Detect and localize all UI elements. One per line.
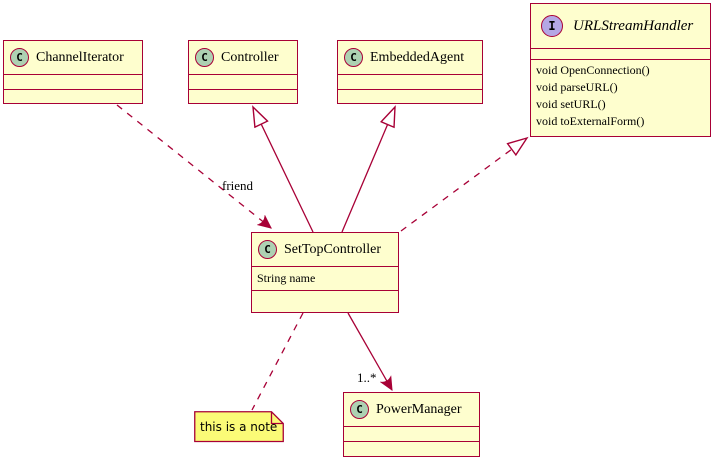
note-text: this is a note — [200, 420, 277, 434]
class-name: PowerManager — [376, 401, 462, 417]
method-item: void toExternalForm() — [536, 114, 645, 128]
attributes-compartment — [344, 426, 479, 441]
note: this is a note — [194, 411, 284, 443]
attributes-compartment — [189, 74, 297, 89]
interface-box-urlstreamhandler: I URLStreamHandler void OpenConnection()… — [530, 3, 711, 137]
attributes-compartment — [531, 48, 710, 59]
edge-friend-dependency — [116, 104, 271, 228]
class-spot-icon: C — [258, 240, 277, 259]
method-item: void setURL() — [536, 97, 606, 111]
method-item: void parseURL() — [536, 80, 618, 94]
edge-label-friend: friend — [222, 178, 254, 193]
edge-generalization-controller — [252, 105, 314, 233]
methods-compartment — [344, 441, 479, 456]
attributes-compartment: String name — [252, 266, 398, 290]
attributes-compartment — [4, 74, 142, 89]
class-box-powermanager: C PowerManager — [343, 392, 480, 457]
class-title: C SetTopController — [252, 233, 398, 266]
class-spot-icon: C — [195, 48, 214, 67]
edge-generalization-embeddedagent — [341, 105, 396, 233]
class-title: C EmbeddedAgent — [338, 41, 482, 74]
class-spot-icon: C — [344, 48, 363, 67]
methods-compartment: void OpenConnection() void parseURL() vo… — [531, 59, 710, 132]
class-box-embeddedagent: C EmbeddedAgent — [337, 40, 483, 104]
interface-title: I URLStreamHandler — [531, 4, 710, 48]
note-body — [194, 411, 284, 443]
edge-label-multiplicity: 1..* — [357, 370, 377, 385]
edge-note-link — [251, 312, 304, 411]
methods-compartment — [189, 88, 297, 104]
edge-realization-urlstreamhandler — [400, 136, 529, 232]
class-spot-icon: C — [10, 48, 29, 67]
note-fold-corner — [270, 411, 284, 425]
class-title: C Controller — [189, 41, 297, 74]
interface-name: URLStreamHandler — [573, 17, 694, 34]
class-name: Controller — [221, 49, 279, 65]
class-box-settopcontroller: C SetTopController String name — [251, 232, 399, 313]
methods-compartment — [4, 88, 142, 104]
attribute-item: String name — [257, 271, 316, 285]
class-name: EmbeddedAgent — [370, 49, 465, 65]
class-name: ChannelIterator — [36, 49, 124, 65]
class-spot-icon: C — [350, 400, 369, 419]
attributes-compartment — [338, 74, 482, 89]
class-title: C ChannelIterator — [4, 41, 142, 74]
methods-compartment — [338, 88, 482, 104]
class-title: C PowerManager — [344, 393, 479, 426]
methods-compartment — [252, 290, 398, 312]
edge-association-powermanager — [347, 312, 392, 390]
class-box-channeliterator: C ChannelIterator — [3, 40, 143, 104]
class-box-controller: C Controller — [188, 40, 298, 104]
class-name: SetTopController — [284, 241, 382, 257]
method-item: void OpenConnection() — [536, 63, 650, 77]
interface-spot-icon: I — [541, 15, 563, 37]
